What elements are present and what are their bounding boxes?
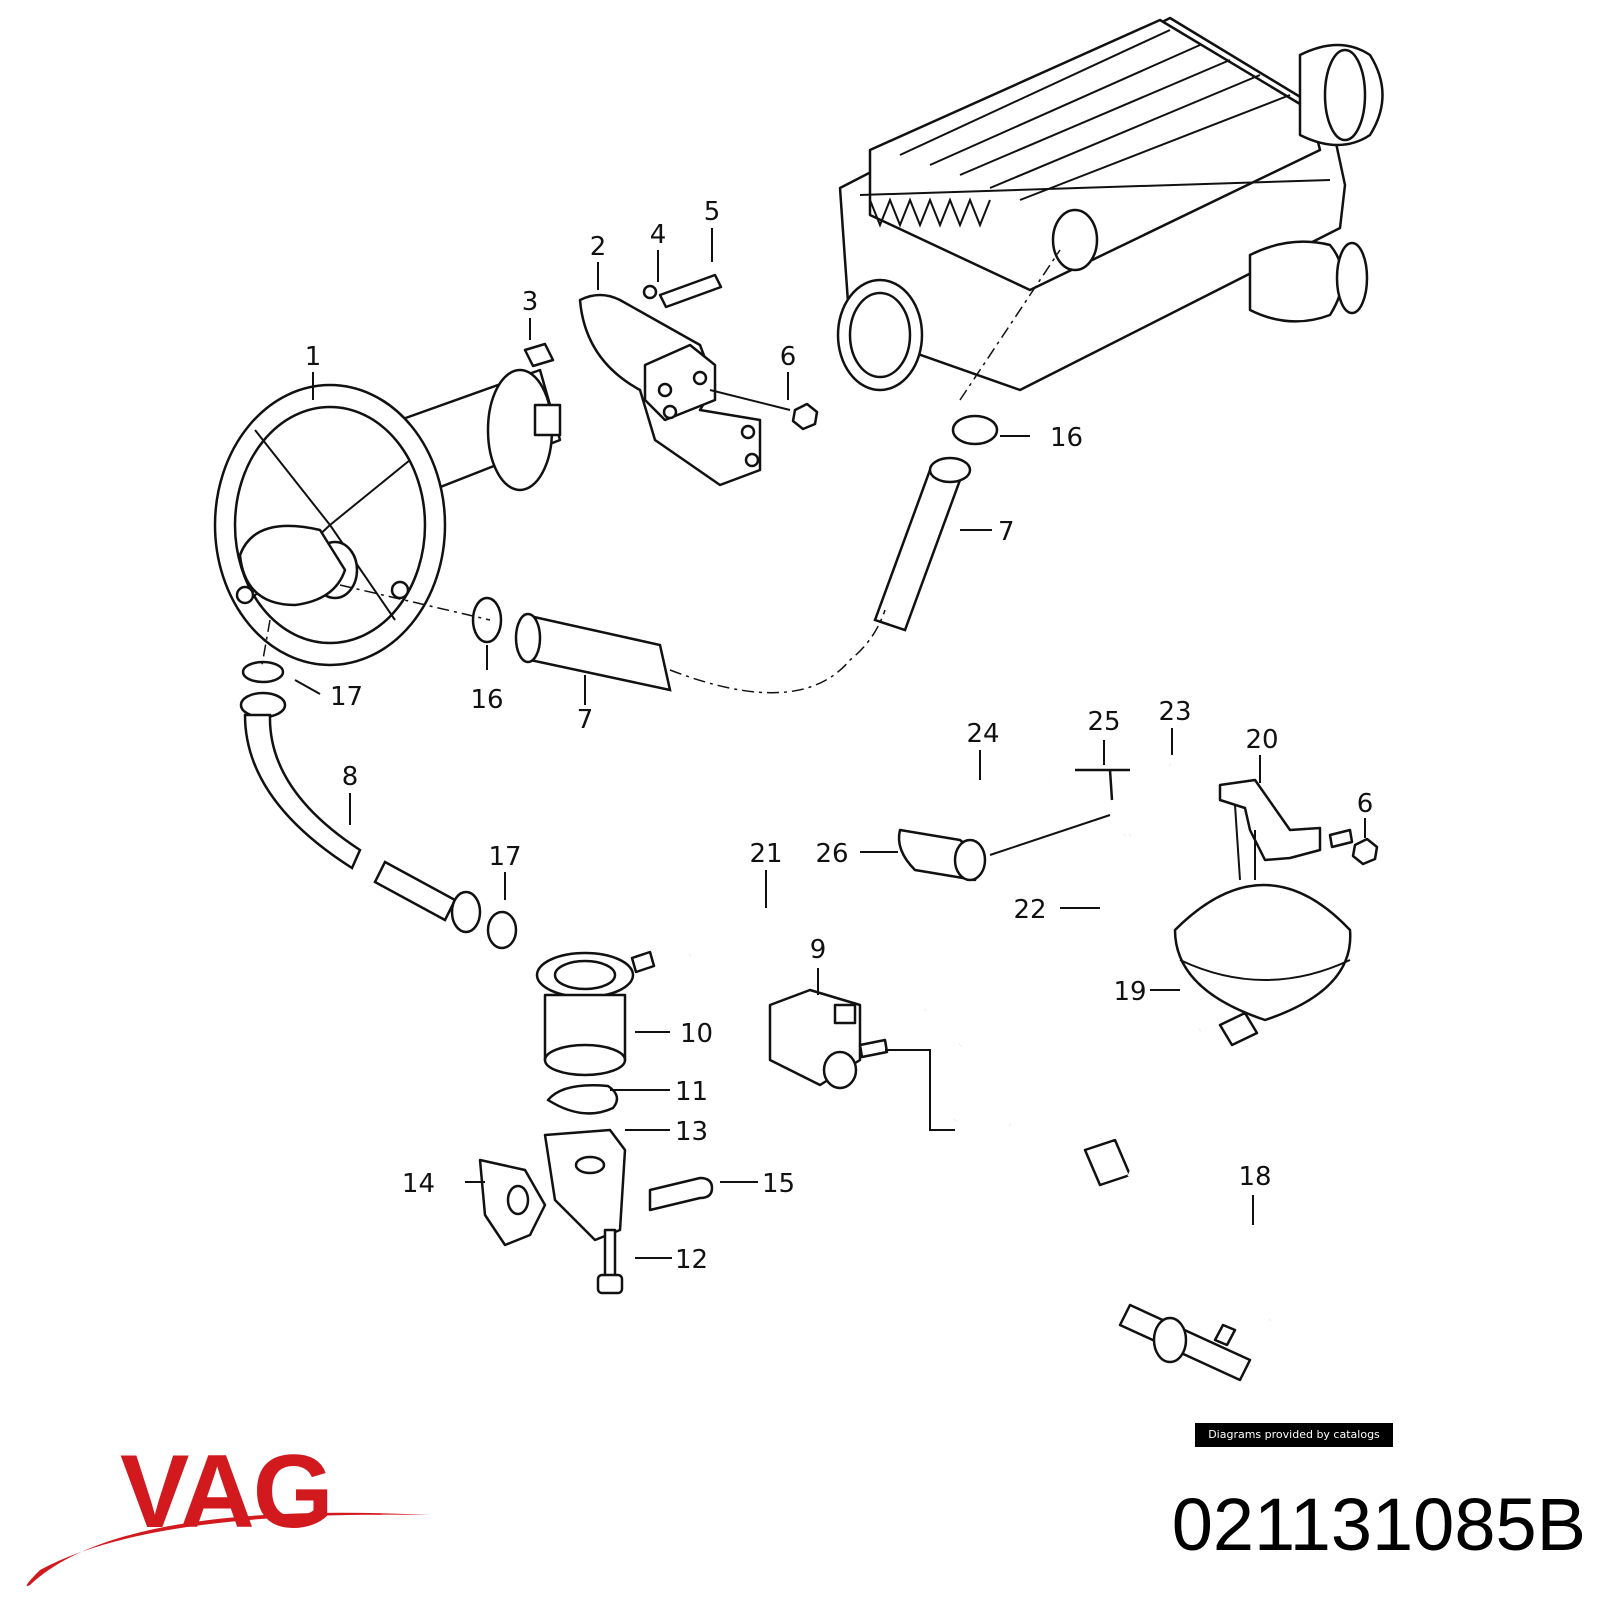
callout-11: 11 [675,1077,708,1107]
callout-21: 21 [749,839,782,869]
callout-8: 8 [342,762,359,792]
vacuum-hoses [686,759,1193,1052]
callout-16-top: 16 [1050,423,1083,453]
secondary-air-pump [213,368,562,667]
vacuum-reservoir [1173,778,1379,1047]
diagram-credit: Diagrams provided by catalogs parts [1195,1423,1393,1465]
air-filter-housing [836,16,1384,392]
hose-clamps [241,414,999,950]
part-number: 021131085B [1171,1483,1586,1566]
combi-valve [478,950,714,1295]
callout-23: 23 [1158,697,1191,727]
callout-22: 22 [1013,895,1046,925]
leader-lines [294,228,1366,1259]
solenoid-valve [768,988,955,1131]
callout-7-top: 7 [998,517,1015,547]
callout-14: 14 [402,1169,435,1199]
callout-15: 15 [762,1169,795,1199]
callout-18: 18 [1238,1162,1271,1192]
callout-2: 2 [590,232,607,262]
callout-3: 3 [522,287,539,317]
callout-16-bottom: 16 [470,685,503,715]
bracket [523,273,819,487]
callout-19: 19 [1113,977,1146,1007]
callout-12: 12 [675,1245,708,1275]
brand-logo: VAG [120,1434,334,1550]
callout-6: 6 [780,342,797,372]
callout-20: 20 [1245,725,1278,755]
callout-9: 9 [810,935,827,965]
callout-numbers: 1 2 3 4 5 6 16 7 7 16 17 8 17 24 25 23 2… [305,197,1374,1275]
callout-24: 24 [966,719,999,749]
callout-26: 26 [815,839,848,869]
callout-25: 25 [1087,707,1120,737]
callout-5: 5 [704,197,721,227]
valve-26 [897,814,1111,882]
callout-17-bottom: 17 [488,842,521,872]
hose-18 [952,1023,1328,1382]
hose-8 [239,691,482,934]
callout-7-bottom: 7 [577,705,594,735]
callout-10: 10 [680,1019,713,1049]
callout-13: 13 [675,1117,708,1147]
callout-6-right: 6 [1357,789,1374,819]
callout-17-top: 17 [330,682,363,712]
callout-1: 1 [305,342,322,372]
hose-7 [514,249,1061,694]
callout-4: 4 [650,220,667,250]
